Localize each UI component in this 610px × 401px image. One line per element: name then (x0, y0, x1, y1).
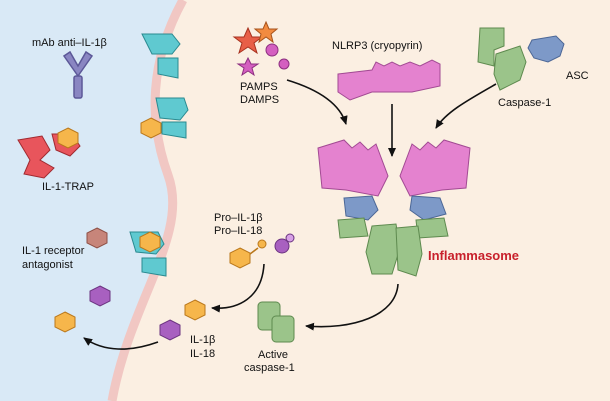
il18-hexagon-1 (89, 285, 111, 307)
label-nlrp3: NLRP3 (cryopyrin) (332, 40, 423, 52)
il18-hexagon-2 (159, 319, 181, 341)
arrow-to-active-caspase (305, 283, 399, 331)
caspase1-icon (477, 27, 527, 91)
label-pro-il18: Pro–IL-18 (214, 225, 263, 237)
il1b-hexagon-5 (184, 299, 206, 321)
pamps-damps-icon (232, 20, 290, 77)
label-il1-receptor: IL-1 receptor (22, 245, 85, 257)
antibody-icon (62, 50, 94, 99)
pro-il1b-tail-bead (257, 239, 267, 249)
il1b-hexagon-3 (139, 231, 161, 253)
asc-icon (527, 35, 565, 63)
label-pamps: PAMPS (240, 81, 278, 93)
label-il1b: IL-1β (190, 334, 216, 346)
label-pro-il1b: Pro–IL-1β (214, 212, 263, 224)
pathway-arrows (83, 79, 497, 350)
inflammasome-complex (317, 139, 471, 277)
label-inflammasome: Inflammasome (428, 248, 520, 263)
pro-il1b-icon (229, 247, 251, 269)
nlrp3-icon (337, 59, 441, 101)
arrow-pro-to-mature (211, 263, 265, 313)
label-caspase1-active: caspase-1 (244, 362, 295, 374)
label-mab-anti-il1b: mAb anti–IL-1β (32, 37, 107, 49)
pro-il18-icon (274, 238, 290, 254)
il1-receptor-middle (155, 97, 189, 139)
pro-il18-bead (285, 233, 295, 243)
label-active: Active (258, 349, 288, 361)
il1-receptor-top (141, 33, 181, 79)
label-antagonist: antagonist (22, 259, 73, 271)
label-il1-trap: IL-1-TRAP (42, 181, 94, 193)
extracellular-background (0, 0, 183, 401)
arrow-secretion (83, 337, 159, 350)
label-asc: ASC (566, 70, 589, 82)
il1-receptor-antagonist-icon (86, 227, 108, 249)
active-caspase1-icon (257, 301, 295, 343)
pro-il1b-tail (249, 247, 259, 255)
arrow-caspase-to-inflammasome (435, 83, 497, 129)
arrow-pamps-to-inflammasome (286, 79, 348, 125)
label-damps: DAMPS (240, 94, 280, 106)
il1b-hexagon-4 (54, 311, 76, 333)
il1b-hexagon-1 (140, 117, 162, 139)
il1b-hexagon-2 (57, 127, 79, 149)
label-il18: IL-18 (190, 348, 216, 360)
label-caspase1: Caspase-1 (498, 97, 552, 109)
